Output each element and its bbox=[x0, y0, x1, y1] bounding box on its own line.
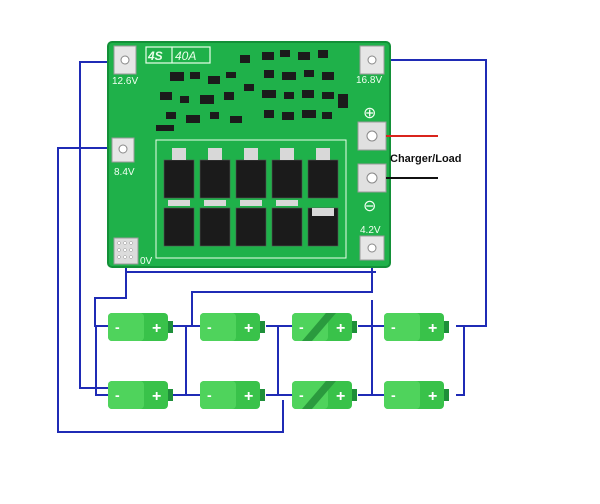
label-8-4v: 8.4V bbox=[114, 167, 135, 178]
battery-minus-label: - bbox=[207, 387, 212, 403]
battery-cells: -+-+-+-+-+-+-+-+ bbox=[108, 313, 449, 409]
battery-minus-label: - bbox=[299, 319, 304, 335]
parallel-link-e bbox=[95, 326, 108, 396]
battery-cell: -+ bbox=[384, 313, 449, 341]
model-badge-box bbox=[145, 46, 211, 64]
battery-plus-label: + bbox=[244, 320, 253, 337]
battery-minus-label: - bbox=[391, 387, 396, 403]
bms-board: 4S 40A bbox=[107, 41, 391, 268]
battery-minus-label: - bbox=[207, 319, 212, 335]
battery-minus-label: - bbox=[115, 387, 120, 403]
battery-cell: -+ bbox=[292, 313, 357, 341]
model-badge: 4S bbox=[147, 49, 163, 63]
battery-cell: -+ bbox=[384, 381, 449, 409]
negative-symbol: ⊖ bbox=[363, 198, 376, 215]
wire-8-4v bbox=[57, 147, 284, 433]
smd-components bbox=[156, 50, 348, 131]
wire-0v bbox=[94, 255, 127, 327]
label-4-2v: 4.2V bbox=[360, 225, 381, 236]
label-16-8v: 16.8V bbox=[356, 75, 382, 86]
pad-negative bbox=[357, 163, 387, 193]
mosfet-area bbox=[155, 139, 347, 259]
charger-load-label: Charger/Load bbox=[390, 153, 462, 165]
battery-plus-label: + bbox=[336, 320, 345, 337]
mosfets bbox=[163, 159, 339, 247]
battery-cell: -+ bbox=[108, 381, 173, 409]
positive-symbol: ⊕ bbox=[363, 105, 376, 122]
battery-plus-label: + bbox=[152, 320, 161, 337]
wire-12-6v bbox=[79, 61, 125, 389]
battery-cell: -+ bbox=[108, 313, 173, 341]
label-0v: 0V bbox=[140, 256, 153, 267]
wire-4-2v bbox=[191, 245, 373, 326]
battery-cell: -+ bbox=[200, 381, 265, 409]
pad-4-2v bbox=[359, 235, 385, 261]
pads bbox=[111, 45, 387, 265]
battery-minus-label: - bbox=[391, 319, 396, 335]
battery-plus-label: + bbox=[152, 388, 161, 405]
battery-cell: -+ bbox=[200, 313, 265, 341]
wire-16-8v bbox=[372, 59, 487, 327]
battery-cell: -+ bbox=[292, 381, 357, 409]
battery-minus-label: - bbox=[115, 319, 120, 335]
battery-plus-label: + bbox=[336, 388, 345, 405]
mosfet-tabs bbox=[168, 148, 334, 216]
label-12-6v: 12.6V bbox=[112, 76, 138, 87]
battery-plus-label: + bbox=[428, 388, 437, 405]
parallel-link-d bbox=[456, 326, 465, 396]
current-rating: 40A bbox=[175, 49, 196, 63]
wiring bbox=[57, 59, 487, 433]
battery-minus-label: - bbox=[299, 387, 304, 403]
battery-plus-label: + bbox=[428, 320, 437, 337]
battery-plus-label: + bbox=[244, 388, 253, 405]
